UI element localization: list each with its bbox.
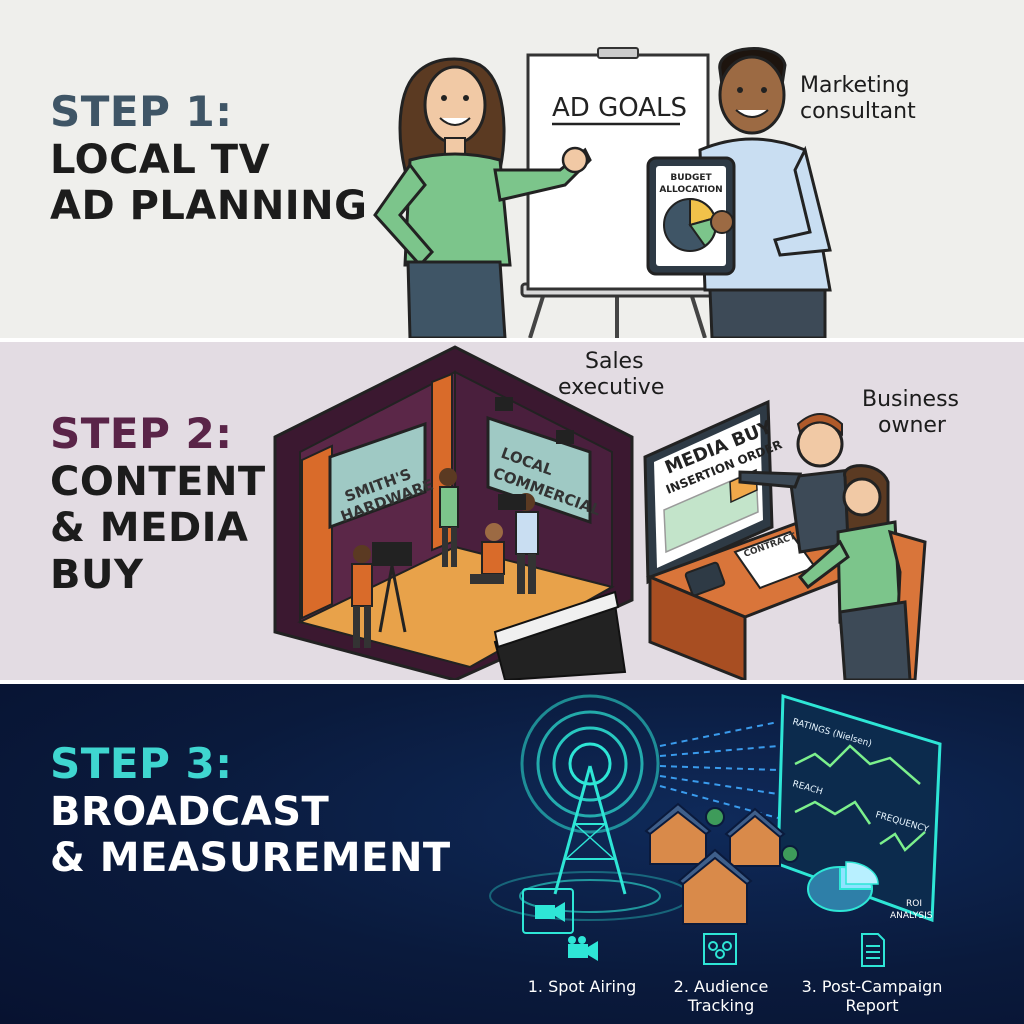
roi-pie-chart: ROI ANALYSIS: [807, 861, 933, 921]
video-camera-icon: [568, 936, 598, 961]
step2-title-line2: & MEDIA: [50, 505, 249, 552]
broadcast-illustration: RATINGS (Nielsen) REACH FREQUENCY ROI AN…: [489, 693, 943, 1015]
audience-icon: [703, 933, 737, 965]
item3-label-line1: 3. Post-Campaign: [802, 977, 943, 996]
step3-panel: RATINGS (Nielsen) REACH FREQUENCY ROI AN…: [0, 684, 1024, 1024]
spot-camera-box: [522, 888, 574, 934]
business-owner: [797, 464, 927, 680]
ratings-dashboard: RATINGS (Nielsen) REACH FREQUENCY: [776, 693, 942, 923]
divider-2: [0, 680, 1024, 684]
owner-label-line1: Business: [862, 387, 959, 412]
sales-label-line1: Sales: [585, 349, 644, 374]
step1-panel: AD GOALS: [0, 0, 1024, 338]
divider-1: [0, 338, 1024, 342]
tablet-line1: BUDGET: [670, 173, 712, 183]
item3-label-line2: Report: [845, 996, 898, 1015]
marketing-consultant: BUDGET ALLOCATION: [646, 47, 832, 338]
broadcast-tower: [489, 694, 691, 921]
roi-label-line1: ROI: [906, 899, 922, 909]
production-illustration: SMITH'S HARDWARE LOCAL COMMERCIAL: [273, 345, 959, 680]
step1-title-line2: AD PLANNING: [50, 183, 368, 230]
media-buy-screen: MEDIA BUY INSERTION ORDER: [643, 399, 784, 585]
item2-label-line1: 2. Audience: [674, 977, 769, 996]
step1-number: STEP 1:: [50, 87, 233, 136]
step3-title-line1: BROADCAST: [50, 788, 330, 835]
report-icon: [861, 933, 885, 967]
board-title: AD GOALS: [552, 93, 687, 123]
step1-heading: STEP 1: LOCAL TV AD PLANNING: [50, 87, 368, 230]
roi-label-line2: ANALYSIS: [890, 911, 933, 921]
woman-presenter: [373, 57, 592, 338]
step2-title-line1: CONTENT: [50, 458, 266, 505]
step1-title-line1: LOCAL TV: [50, 136, 271, 183]
step2-title-line3: BUY: [50, 551, 144, 598]
planning-illustration: AD GOALS: [373, 47, 916, 338]
step2-heading: STEP 2: CONTENT & MEDIA BUY: [50, 409, 266, 598]
step2-panel: SMITH'S HARDWARE LOCAL COMMERCIAL: [0, 342, 1024, 680]
consultant-label-line2: consultant: [800, 99, 916, 124]
owner-label-line2: owner: [878, 413, 947, 438]
tablet-line2: ALLOCATION: [659, 185, 722, 195]
step3-heading: STEP 3: BROADCAST & MEASUREMENT: [50, 739, 451, 882]
item2-label-line2: Tracking: [687, 996, 755, 1015]
step2-number: STEP 2:: [50, 409, 233, 458]
item1-label: 1. Spot Airing: [528, 977, 637, 996]
budget-tablet: BUDGET ALLOCATION: [646, 156, 736, 276]
houses: [644, 802, 799, 925]
step3-number: STEP 3:: [50, 739, 233, 788]
sales-label-line2: executive: [558, 375, 664, 400]
consultant-label-line1: Marketing: [800, 73, 910, 98]
step3-title-line2: & MEASUREMENT: [50, 835, 451, 882]
studio-set: SMITH'S HARDWARE LOCAL COMMERCIAL: [273, 345, 634, 680]
